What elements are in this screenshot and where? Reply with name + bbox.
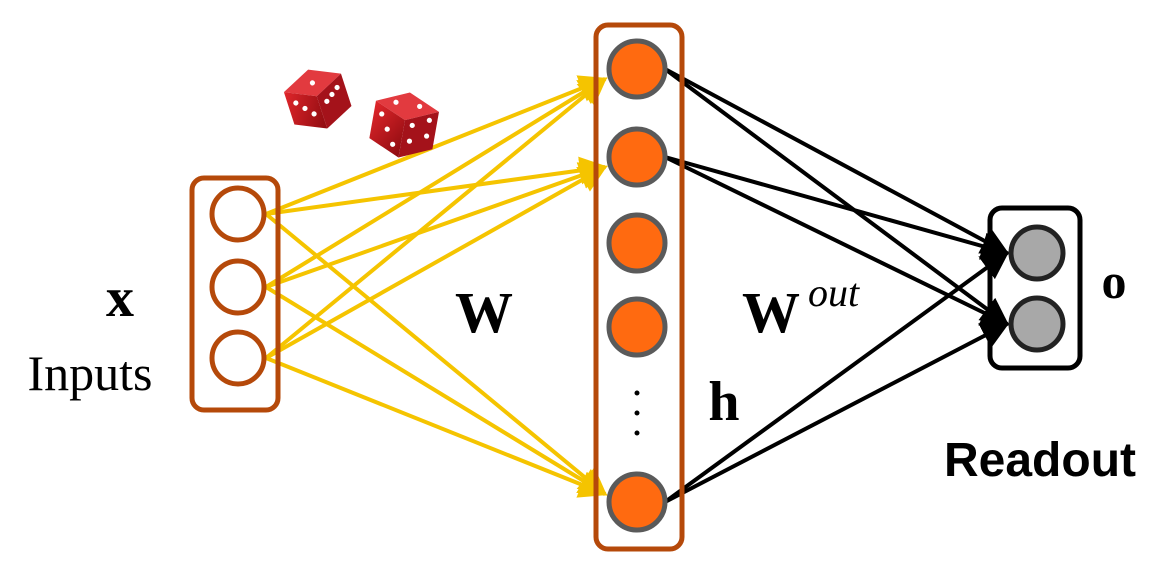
out-weight-symbol: W (742, 280, 800, 345)
output-weight-arrow (663, 251, 1010, 504)
input-weight-arrows (264, 75, 608, 498)
readout-caption: Readout (944, 434, 1136, 487)
input-weight-arrow (265, 165, 608, 360)
input-unit (209, 329, 267, 387)
hidden-unit (606, 126, 668, 188)
output-weight-arrow (664, 155, 1010, 260)
dice-icon (283, 69, 352, 129)
hidden-unit (606, 212, 668, 274)
hidden-unit (606, 38, 668, 100)
input-weight-arrow (265, 356, 608, 498)
input-weight-arrow (264, 285, 608, 496)
weight-symbol: W (455, 280, 513, 345)
output-weight-arrows (663, 67, 1010, 504)
input-units (209, 185, 267, 387)
input-symbol: x (106, 267, 134, 329)
output-weight-arrow (663, 67, 1010, 326)
output-units (1008, 224, 1066, 353)
output-layer-box (987, 205, 1083, 371)
input-weight-arrow (264, 77, 608, 289)
input-weight-arrow (265, 156, 608, 216)
input-weight-arrow (264, 212, 608, 496)
input-weight-arrow (265, 75, 608, 216)
dice-icon (369, 92, 439, 158)
hidden-unit (606, 471, 668, 533)
out-weight-label: W out (742, 270, 860, 345)
output-symbol: o (1102, 253, 1127, 309)
input-caption: Inputs (28, 345, 153, 401)
hidden-ellipsis (634, 390, 640, 436)
hidden-units (606, 38, 668, 533)
output-unit (1008, 224, 1066, 282)
input-unit (209, 185, 267, 243)
input-unit (209, 258, 267, 316)
hidden-layer-box (593, 22, 685, 552)
input-weight-arrow (264, 77, 608, 360)
input-weight-arrow (265, 162, 608, 289)
hidden-unit (606, 296, 668, 358)
out-weight-superscript: out (808, 270, 860, 315)
input-layer-box (189, 175, 281, 413)
output-weight-arrow (664, 322, 1010, 504)
output-unit (1008, 295, 1066, 353)
output-weight-arrow (664, 67, 1010, 255)
hidden-symbol: h (708, 371, 739, 433)
